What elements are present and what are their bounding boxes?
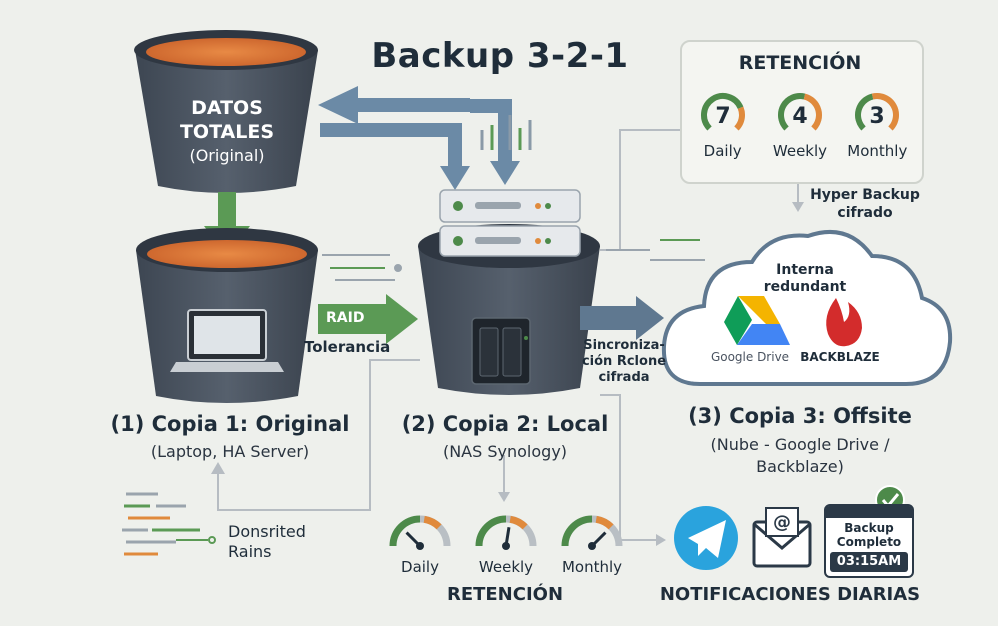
gauge-remainder (733, 106, 745, 131)
hyper-backup-line2: cifrado (837, 205, 893, 221)
gauge-pivot (588, 542, 596, 550)
copy1-bucket (136, 228, 318, 403)
cloud-caption-line2: redundant (763, 279, 847, 295)
sync-label: Sincroniza- ción Rclone cifrada (570, 338, 678, 386)
chip-time: 03:15AM (830, 552, 908, 572)
sync-label-line1: Sincroniza- (583, 338, 665, 353)
legend-code-lines (122, 492, 216, 556)
gauge-icon: 3 (855, 93, 900, 131)
cloud-caption-line1: Interna (776, 262, 834, 278)
hyper-backup-line1: Hyper Backup (810, 187, 920, 203)
legend-line1: Donsrited (228, 522, 306, 541)
retention-bottom-gauges: Daily Weekly Monthly (386, 508, 626, 578)
gauge-label: Daily (401, 558, 439, 576)
backup-complete-chip: Backup Completo 03:15AM (824, 504, 914, 578)
sync-arrow (580, 296, 664, 340)
retention-bottom-gauge: Monthly (558, 508, 626, 578)
gauge-icon (475, 515, 537, 550)
copy3-subtitle: (Nube - Google Drive / Backblaze) (680, 434, 920, 478)
copy2-subtitle: (NAS Synology) (442, 442, 568, 461)
gauge-pivot (502, 542, 510, 550)
gauge-label: Monthly (847, 142, 908, 160)
signal-bars (480, 115, 532, 150)
source-label: DATOS TOTALES (Original) (156, 96, 298, 168)
google-drive-label: Google Drive (710, 350, 790, 364)
gauge-remainder (872, 93, 900, 131)
copy3-title: (3) Copia 3: Offsite (688, 404, 912, 428)
gauge-label: Weekly (772, 142, 828, 160)
gauge-track (419, 515, 451, 547)
retention-top-heading: RETENCIÓN (738, 52, 862, 74)
copy1-title: (1) Copia 1: Original (110, 412, 350, 436)
retention-top-gauge: 3 Monthly (847, 90, 907, 174)
gauge-icon (389, 515, 451, 550)
legend-line2: Rains (228, 542, 272, 561)
source-bucket (134, 30, 318, 193)
gauge-label: Monthly (561, 558, 623, 576)
retention-bottom-heading: RETENCIÓN (446, 584, 564, 605)
gauge-accent (423, 515, 442, 530)
gauge-fill (855, 93, 874, 131)
telegram-icon (674, 506, 738, 570)
sync-label-line3: cifrada (598, 370, 650, 385)
raid-arrow (318, 294, 418, 344)
chip-header (826, 506, 912, 518)
cloud-caption: Interna redundant (750, 262, 860, 296)
gauge-remainder (803, 93, 822, 131)
retention-bottom-gauge: Weekly (472, 508, 540, 578)
source-label-line2: TOTALES (179, 121, 275, 143)
sync-label-line2: ción Rclone (581, 354, 667, 369)
gauge-label: Weekly (478, 558, 534, 576)
chip-line2: Completo (836, 535, 902, 549)
backblaze-label: BACKBLAZE (800, 350, 880, 364)
copy2-bucket (418, 189, 600, 395)
retention-panel-top (680, 40, 924, 184)
gauge-fill (475, 515, 507, 547)
hyper-backup-label: Hyper Backup cifrado (800, 186, 930, 222)
gauge-fill (561, 515, 593, 547)
raid-sublabel: Tolerancia (304, 338, 391, 356)
notifications-heading: NOTIFICACIONES DIARIAS (659, 584, 921, 605)
gauge-icon (561, 515, 623, 550)
gauge-fill (700, 93, 743, 131)
gauge-accent (509, 515, 528, 530)
gauge-fill (777, 93, 806, 131)
gauge-icon: 7 (700, 93, 745, 131)
source-label-line1: DATOS (191, 97, 263, 119)
cloud-dash-lines (606, 239, 705, 261)
cloud-shape (661, 230, 953, 386)
legend-text: Donsrited Rains (228, 522, 306, 562)
source-label-line3: (Original) (189, 146, 265, 165)
gauge-icon: 4 (777, 93, 822, 131)
retention-bottom-gauge: Daily (386, 508, 454, 578)
diagram-title: Backup 3-2-1 (371, 36, 629, 76)
gauge-value: 7 (715, 104, 730, 129)
gauge-fill (389, 515, 421, 547)
retention-top-gauges: 7 Daily 4 Weekly 3 Monthly (684, 90, 916, 174)
retention-top-gauge: 7 Daily (693, 90, 753, 174)
svg-text:@: @ (773, 512, 791, 533)
chip-message: Backup Completo (826, 521, 912, 549)
gauge-pivot (416, 542, 424, 550)
copy1-copy2-top-arrows (318, 86, 520, 190)
raid-label: RAID (326, 310, 365, 326)
gauge-accent (595, 515, 614, 530)
gauge-value: 3 (870, 104, 885, 129)
copy3-subtitle-line1: (Nube - Google Drive / (710, 435, 890, 454)
retention-top-gauge: 4 Weekly (770, 90, 830, 174)
email-icon: @ (752, 507, 812, 568)
copy3-subtitle-line2: Backblaze) (756, 457, 844, 476)
gauge-label: Daily (703, 142, 742, 160)
copy2-title: (2) Copia 2: Local (401, 412, 609, 436)
chip-line1: Backup (844, 521, 894, 535)
raid-dash-lines (322, 254, 402, 281)
gauge-value: 4 (792, 104, 807, 129)
copy1-subtitle: (Laptop, HA Server) (150, 442, 310, 461)
